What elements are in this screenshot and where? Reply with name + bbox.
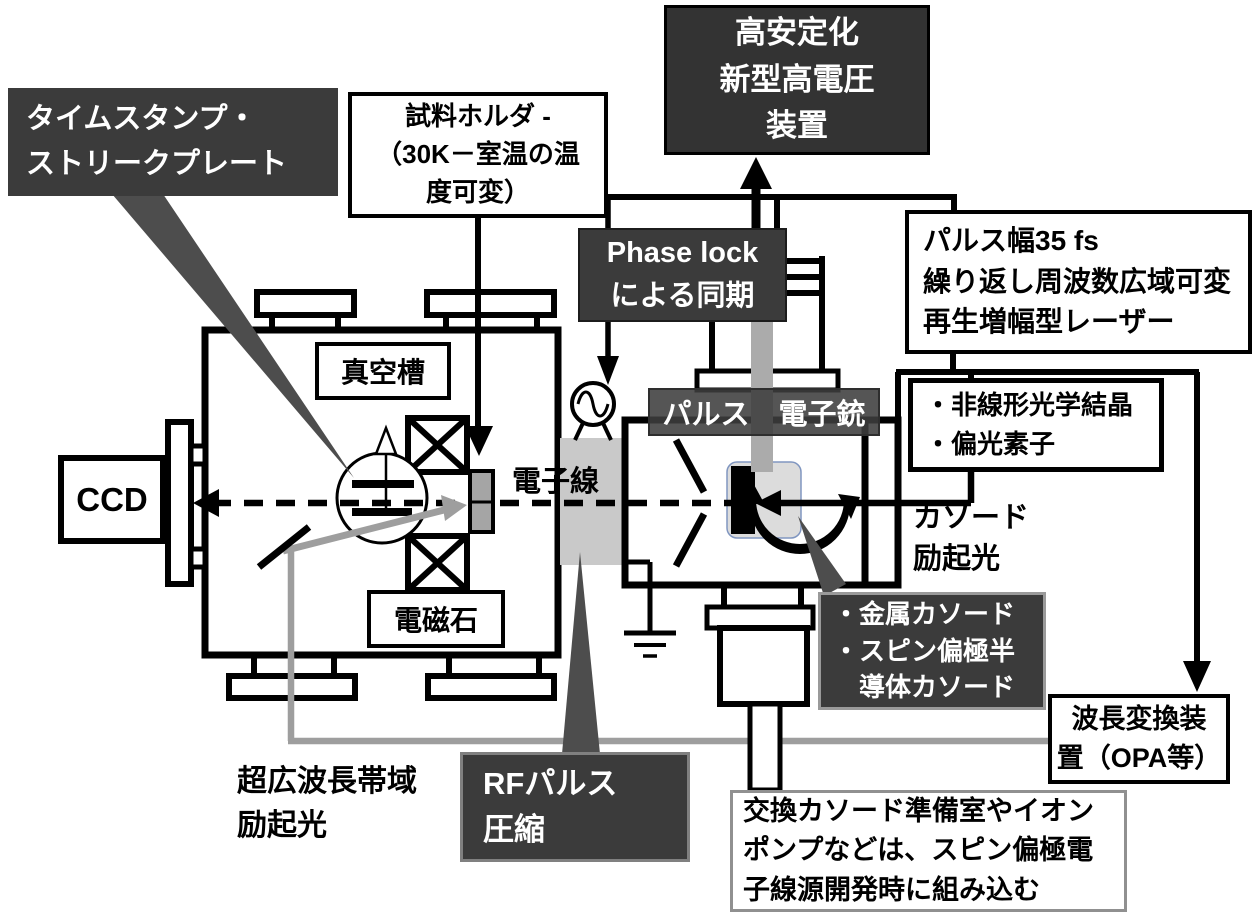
note-line1: 交換カソード準備室やイオン: [743, 796, 1094, 827]
rf-compression-box: RFパルス 圧縮: [460, 752, 690, 862]
vacuum-chamber-label: 真空槽: [340, 357, 425, 388]
ground-symbol-icon: [624, 559, 676, 658]
cathode-light-line2: 励起光: [913, 542, 1001, 575]
opa-line2: 置（OPA等）: [1056, 743, 1222, 773]
cathode-types-line2: ・スピン偏極半: [833, 635, 1016, 666]
high-voltage-line1: 高安定化: [735, 15, 859, 51]
ccd-flange: [165, 419, 208, 587]
phase-lock-line1: Phase lock: [606, 236, 759, 269]
laser-box: パルス幅35 fs 繰り返し周波数広域可変 再生増幅型レーザー: [905, 210, 1252, 354]
electron-beam-label: 電子線: [512, 462, 599, 503]
cathode-light-line: [755, 472, 975, 516]
optics-line2: ・偏光素子: [925, 429, 1056, 459]
electron-beam-text: 電子線: [512, 466, 600, 498]
optics-line1: ・非線形光学結晶: [925, 390, 1134, 420]
gun-bottom-port: [704, 585, 816, 793]
pulse-gun-label: パルス 電子銃: [662, 399, 866, 431]
rf-line1: RFパルス: [483, 765, 618, 801]
phase-lock-box: Phase lock による同期: [578, 228, 787, 322]
rf-oscillator-icon: [570, 381, 616, 441]
cathode-types-box: ・金属カソード ・スピン偏極半 導体カソード: [818, 592, 1046, 710]
laser-line1: パルス幅35 fs: [923, 225, 1099, 257]
broadband-light-label: 超広波長帯域 励起光: [237, 760, 417, 847]
sample-target: [468, 469, 495, 534]
sample-holder-line3: 度可変）: [425, 176, 530, 207]
cathode-types-line1: ・金属カソード: [833, 598, 1016, 629]
vacuum-chamber-label-box: 真空槽: [315, 342, 451, 400]
ccd-label: CCD: [76, 480, 148, 518]
sample-holder-line2: （30K－室温の温: [376, 139, 580, 170]
sample-holder-line1: 試料ホルダ -: [405, 101, 551, 132]
pulse-gun-band: パルス 電子銃: [648, 388, 880, 436]
timestamp-line2: ストリークプレート: [26, 148, 288, 180]
broadband-line1: 超広波長帯域: [237, 765, 417, 798]
cathode-types-line3: 導体カソード: [859, 672, 1016, 703]
ccd-box: CCD: [58, 455, 166, 544]
callout-wedges: [112, 194, 846, 754]
optics-box: ・非線形光学結晶 ・偏光素子: [908, 378, 1164, 472]
cathode-light-label: カソード 励起光: [913, 498, 1029, 579]
timestamp-line1: タイムスタンプ・: [26, 103, 257, 136]
laser-line2: 繰り返し周波数広域可変: [923, 265, 1232, 297]
phase-lock-line2: による同期: [610, 280, 755, 312]
timestamp-streak-plate-box: タイムスタンプ・ ストリークプレート: [8, 88, 338, 196]
high-voltage-box: 高安定化 新型高電圧 装置: [664, 5, 930, 155]
broadband-line2: 励起光: [237, 808, 327, 842]
mirror-icon: [256, 524, 312, 570]
electromagnet-label-box: 電磁石: [367, 590, 505, 648]
opa-line1: 波長変換装: [1071, 703, 1207, 734]
wavelength-converter-box: 波長変換装 置（OPA等）: [1048, 694, 1230, 784]
note-line2: ポンプなどは、スピン偏極電: [743, 835, 1094, 866]
note-box: 交換カソード準備室やイオン ポンプなどは、スピン偏極電 子線源開発時に組み込む: [730, 790, 1127, 912]
sample-holder-box: 試料ホルダ - （30K－室温の温 度可変）: [348, 92, 608, 218]
laser-line3: 再生増幅型レーザー: [923, 306, 1175, 338]
note-line3: 子線源開発時に組み込む: [743, 874, 1040, 905]
cathode-light-line1: カソード: [913, 502, 1030, 534]
high-voltage-line3: 装置: [766, 108, 828, 144]
rf-line2: 圧縮: [483, 812, 545, 847]
high-voltage-line2: 新型高電圧: [719, 61, 875, 97]
electromagnet-label: 電磁石: [393, 605, 478, 636]
